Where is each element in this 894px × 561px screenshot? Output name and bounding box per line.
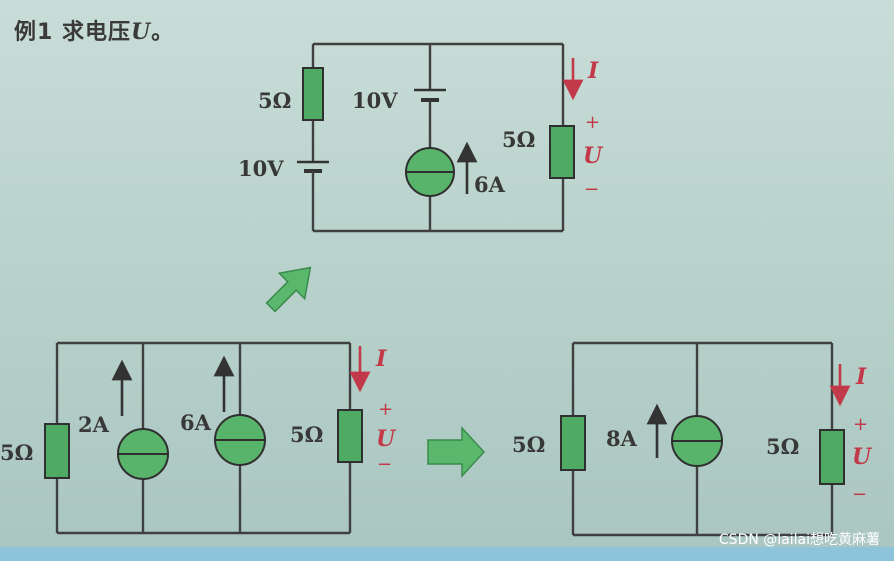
label-i-source: 6A [474,172,506,197]
resistor-left [560,415,586,471]
label-r-left: 5Ω [512,432,545,457]
label-voltage: U [852,444,873,470]
watermark: CSDN @lailai想吃黄麻薯 [718,532,880,548]
label-r-right: 5Ω [502,127,535,152]
label-v-left: 10V [238,156,284,181]
label-plus: + [853,414,868,435]
transform-arrow-right [427,426,486,478]
label-plus: + [378,399,393,420]
circuit-simplified: 5Ω 8A 5Ω I + U − [512,341,873,537]
resistor-right [819,429,845,485]
resistor-right [549,125,575,179]
label-r-right: 5Ω [290,422,323,447]
resistor-right [337,409,363,463]
title-suffix: 。 [151,20,175,45]
label-i-source: 8A [606,426,638,451]
label-voltage: U [376,426,397,452]
label-minus: − [584,179,599,200]
circuit-converted: 5Ω 2A 6A 5Ω I + U − [0,341,397,535]
label-i-source-1: 2A [78,412,110,437]
label-minus: − [852,484,867,505]
label-plus: + [585,112,600,133]
title-variable: U [130,19,152,45]
label-voltage: U [583,143,604,169]
transform-arrow-diagonal [265,266,312,313]
problem-title: 例1 求电压U。 [14,14,174,46]
title-prefix: 例1 求电压 [14,20,131,45]
label-current: I [855,364,867,390]
label-minus: − [377,454,392,475]
label-v-mid: 10V [352,88,398,113]
label-r-left: 5Ω [0,440,33,465]
label-current: I [587,58,599,84]
label-r-right: 5Ω [766,434,799,459]
label-i-source-2: 6A [180,410,212,435]
resistor-left [302,67,324,121]
bottom-wave-band [0,547,894,561]
label-r-left: 5Ω [258,88,291,113]
resistor-left [44,423,70,479]
circuit-original: 5Ω 10V 10V 6A 5Ω I + U − [238,42,604,233]
label-current: I [375,346,387,372]
